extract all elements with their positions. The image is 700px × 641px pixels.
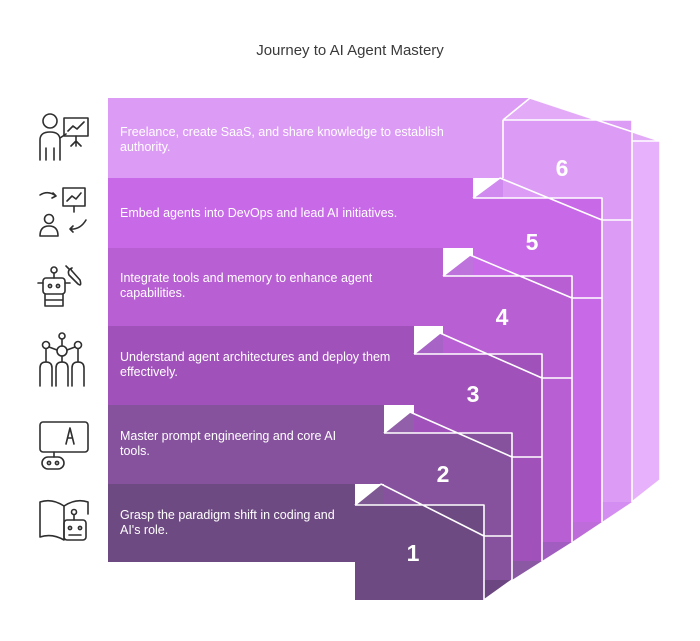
step-4-line-1: Integrate tools and memory to enhance ag… <box>120 271 373 285</box>
step-2-line-1: Master prompt engineering and core AI <box>120 429 336 443</box>
step-number-6: 6 <box>556 155 569 181</box>
step-3-line-2: effectively. <box>120 365 178 379</box>
step-6-description: Freelance, create SaaS, and share knowle… <box>120 125 447 154</box>
step-4-description: Integrate tools and memory to enhance ag… <box>120 271 376 300</box>
edge-step-5 <box>472 177 632 522</box>
band-step-3 <box>108 326 414 405</box>
step-5-line-1: Embed agents into DevOps and lead AI ini… <box>120 206 397 220</box>
stair-edges <box>354 97 661 601</box>
band-step-4 <box>108 248 443 326</box>
step-3-description: Understand agent architectures and deplo… <box>120 350 394 379</box>
band-step-2 <box>108 405 384 484</box>
edge-step-2 <box>383 411 542 580</box>
edge-step-1 <box>354 483 513 601</box>
step-number-1: 1 <box>407 540 420 566</box>
step-1-line-2: AI's role. <box>120 523 168 537</box>
book-robot-icon <box>39 499 89 541</box>
step-number-2: 2 <box>437 461 450 487</box>
edge-step-3 <box>413 332 572 561</box>
stair-fronts <box>355 120 632 600</box>
edge-step-6 <box>502 97 661 503</box>
robot-wrench-icon <box>37 265 82 307</box>
step-6-line-2: authority. <box>120 140 171 154</box>
step-number-5: 5 <box>526 229 539 255</box>
step-2-line-2: tools. <box>120 444 150 458</box>
band-step-6 <box>108 98 530 178</box>
presenter-chart-icon <box>39 113 89 161</box>
step-number-4: 4 <box>496 304 509 330</box>
band-step-5 <box>108 178 473 248</box>
stage-bands <box>108 98 530 562</box>
step-2-description: Master prompt engineering and core AI to… <box>120 429 340 458</box>
step-1-line-1: Grasp the paradigm shift in coding and <box>120 508 335 522</box>
cycle-presentation-icon <box>39 187 87 237</box>
step-5-description: Embed agents into DevOps and lead AI ini… <box>120 206 397 220</box>
network-people-icon <box>39 332 85 387</box>
step-3-line-1: Understand agent architectures and deplo… <box>120 350 390 364</box>
step-numbers: 6 5 4 3 2 1 <box>407 155 569 566</box>
diagram-title: Journey to AI Agent Mastery <box>256 42 444 59</box>
band-step-1 <box>108 484 355 562</box>
robot-chat-icon <box>39 421 89 470</box>
stage-descriptions: Freelance, create SaaS, and share knowle… <box>120 125 447 537</box>
edge-step-4 <box>442 254 602 542</box>
step-number-3: 3 <box>467 381 480 407</box>
step-6-line-1: Freelance, create SaaS, and share knowle… <box>120 125 444 139</box>
front-step-1 <box>355 505 484 600</box>
step-1-description: Grasp the paradigm shift in coding and A… <box>120 508 338 537</box>
side-col-6 <box>632 141 660 502</box>
step-4-line-2: capabilities. <box>120 286 185 300</box>
